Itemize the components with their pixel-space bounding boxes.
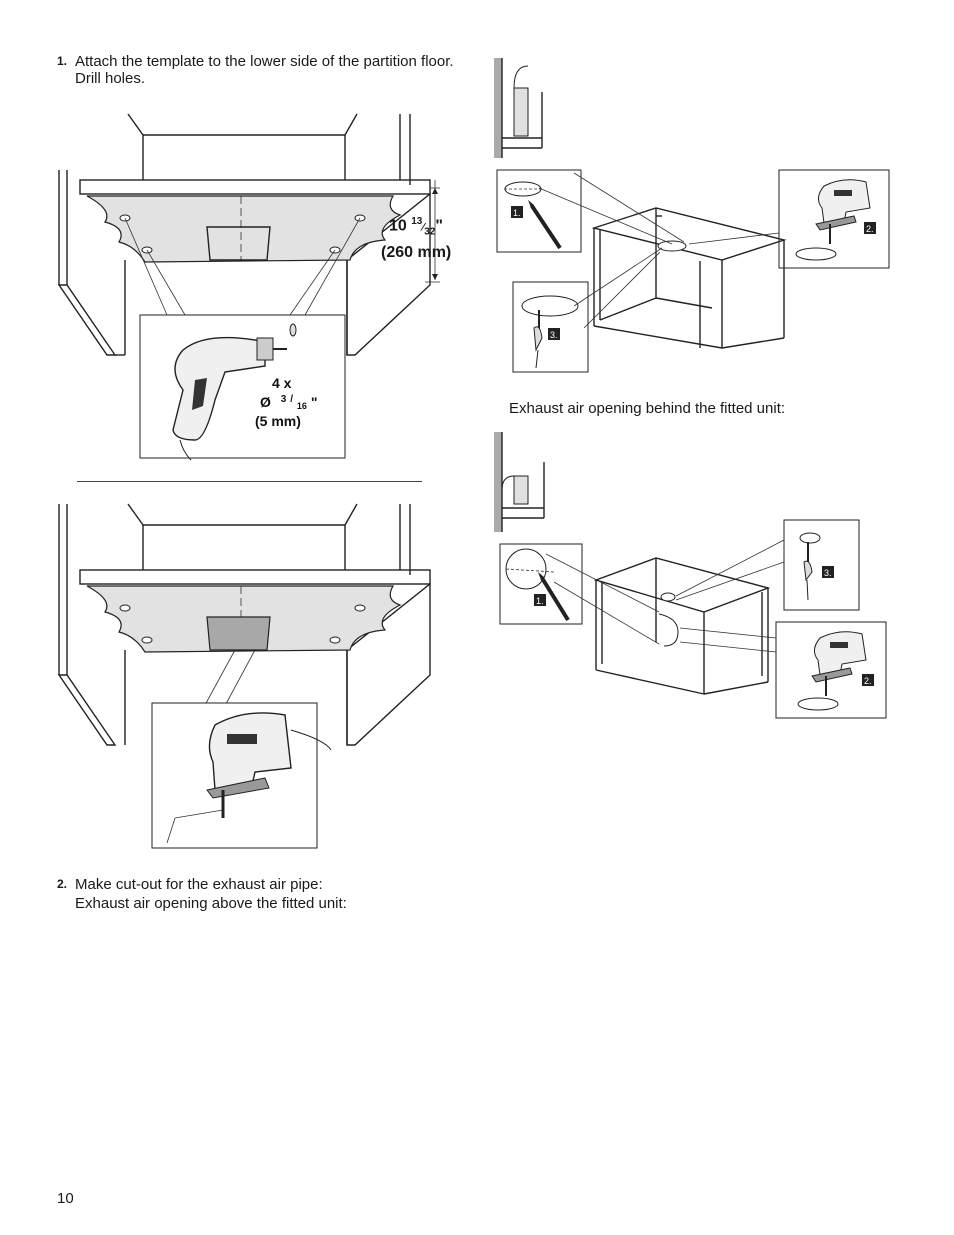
step-1-text: Attach the template to the lower side of…: [75, 53, 454, 87]
drill-diameter-symbol: Ø: [260, 394, 271, 410]
top-step-2-label: 2.: [866, 224, 874, 234]
svg-text:Ø 3 / 16 ": Ø 3 / 16 ": [260, 389, 317, 412]
pencil-icon: [528, 200, 562, 250]
figure-template-drill: 4 x Ø 3 / 16 " (5 mm): [57, 113, 440, 461]
dimension-fraction-den: 32: [424, 226, 436, 238]
dimension-inch: ": [435, 217, 443, 235]
jigsaw-icon: [166, 712, 332, 844]
template-sheet: [86, 195, 402, 263]
figure-opening-behind: 1. 3. 2.: [494, 432, 887, 719]
wall-cabinet: [593, 557, 771, 695]
wall-duct-icon: [494, 432, 545, 532]
screwdriver-icon: [803, 542, 813, 601]
drill-inch: ": [311, 394, 318, 410]
step-2-number: 2.: [57, 877, 68, 891]
drill-fraction-den: 16: [297, 401, 307, 411]
drill-icon: [172, 323, 297, 461]
page-number: 10: [57, 1190, 74, 1207]
drill-count: 4 x: [272, 375, 292, 391]
step-1-number: 1.: [57, 54, 68, 68]
dimension-label: 10 13⁄32" (260 mm): [381, 216, 452, 261]
pencil-icon: [538, 572, 570, 622]
bottom-step-3-label: 3.: [824, 568, 832, 578]
screwdriver-icon: [533, 310, 543, 369]
wall-duct-icon: [494, 58, 543, 158]
dimension-metric: (260 mm): [381, 243, 452, 261]
jigsaw-icon: [811, 631, 867, 696]
step-2-line-1: Make cut-out for the exhaust air pipe:: [75, 876, 323, 893]
bottom-step-2-label: 2.: [864, 676, 872, 686]
top-step-1-label: 1.: [513, 208, 521, 218]
figure-divider: [77, 481, 422, 482]
wall-cabinet: [591, 207, 787, 349]
note-behind: Exhaust air opening behind the fitted un…: [509, 400, 786, 417]
drill-fraction-num: 3: [281, 394, 287, 405]
top-step-3-label: 3.: [550, 330, 558, 340]
jigsaw-icon: [815, 179, 871, 244]
drill-metric: (5 mm): [255, 413, 301, 429]
step-2-line-2: Exhaust air opening above the fitted uni…: [75, 895, 347, 912]
upper-cabinet: [127, 113, 411, 185]
bottom-step-1-label: 1.: [536, 596, 544, 606]
figure-cutout-jigsaw: [57, 503, 431, 849]
drill-callout-box: [139, 314, 346, 459]
figure-opening-above: 1. 2. 3.: [494, 58, 890, 373]
dimension-value: 10: [389, 217, 407, 235]
dimension-fraction-num: 13: [411, 216, 423, 227]
cutout-area: [206, 616, 271, 651]
